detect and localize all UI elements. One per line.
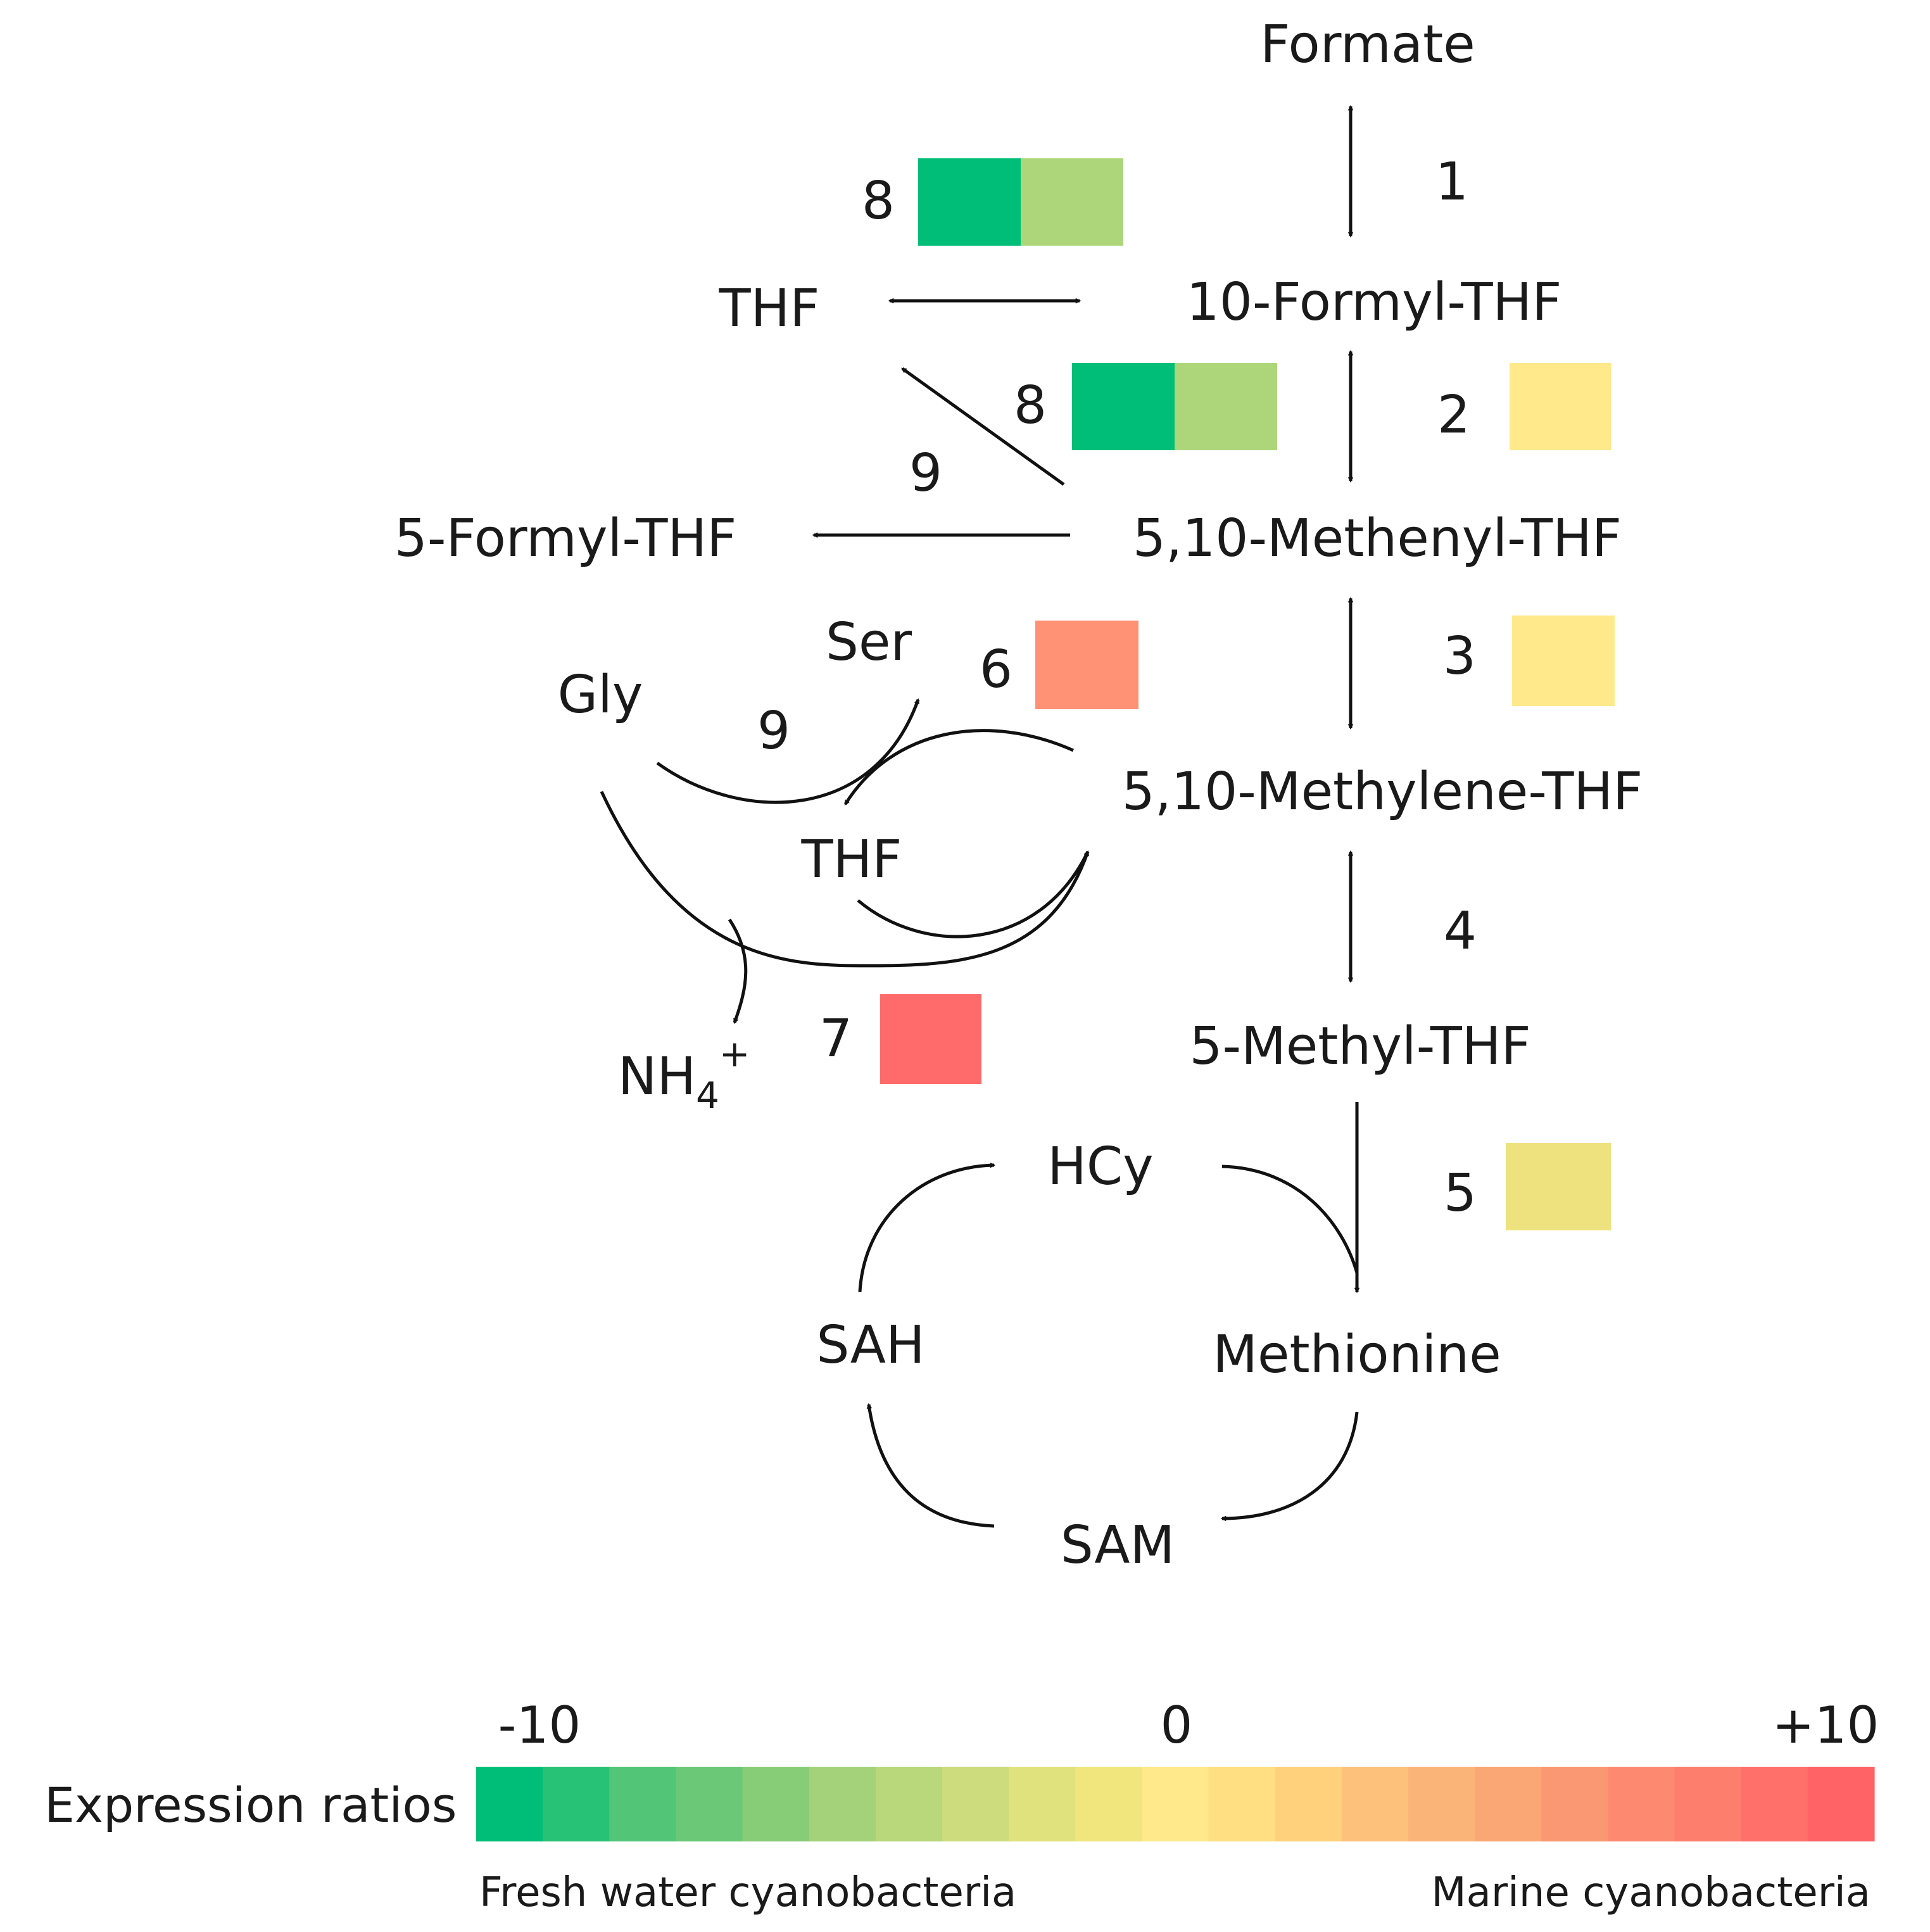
expression-box-5 [1506,1143,1611,1230]
enzyme-1-label: 1 [1435,152,1468,212]
legend-gradient-step [1142,1767,1209,1841]
expression-8-mid-fresh [1072,363,1175,450]
arrow-gly-to-ser [656,698,920,804]
arrow-sam-to-sah [866,1403,995,1528]
legend-gradient-step [1341,1767,1409,1841]
legend-gradient-step [875,1767,943,1841]
arrow-to-nh4 [728,918,748,1025]
formyl5-thf-label: 5-Formyl-THF [394,508,737,569]
legend-max-label: +10 [1772,1696,1879,1755]
legend-gradient-step [1408,1767,1475,1841]
legend-gradient-step [1541,1767,1609,1841]
arrow-methylene-to-thf [843,729,1075,805]
legend-mid-label: 0 [1161,1696,1193,1755]
methyl5-thf-label: 5-Methyl-THF [1189,1016,1530,1076]
expression-box-8-top [918,158,1123,246]
legend: Expression ratios -10 0 +10 Fresh water … [44,1696,1879,1916]
methenyl-thf-label: 5,10-Methenyl-THF [1133,508,1622,569]
enzyme-2-label: 2 [1437,385,1470,445]
arrow-gly-to-methylene [600,790,1090,968]
legend-gradient-step [809,1767,876,1841]
sam-label: SAM [1061,1515,1175,1575]
enzyme-9-mid-label: 9 [757,701,790,761]
legend-gradient-step [1741,1767,1808,1841]
legend-gradient-step [476,1767,543,1841]
expression-box-2 [1510,363,1611,450]
legend-right-caption: Marine cyanobacteria [1431,1869,1870,1916]
sah-label: SAH [816,1315,924,1375]
legend-gradient-step [1475,1767,1542,1841]
arrow-hcy-to-methionine [1221,1165,1359,1273]
methylene-thf-label: 5,10-Methylene-THF [1122,762,1643,822]
enzyme-7-label: 7 [819,1009,852,1069]
hcy-label: HCy [1047,1137,1153,1197]
legend-left-caption: Fresh water cyanobacteria [479,1869,1016,1916]
arrow-thf-to-methylene [857,850,1090,938]
arrow-methenyl-to-thf [901,367,1065,486]
expression-box-7 [880,994,981,1084]
enzyme-6-label: 6 [980,640,1012,700]
legend-gradient-step [1208,1767,1276,1841]
enzyme-9-top-label: 9 [909,443,942,503]
expression-box-8-mid [1072,363,1277,450]
arrow-methionine-to-sam [1220,1411,1359,1522]
legend-gradient-step [1275,1767,1342,1841]
formate-label: Formate [1260,15,1475,75]
expression-8-top-fresh [918,158,1021,246]
thf-top-label: THF [719,279,820,339]
nh4-label: NH4+ [618,1032,750,1117]
methionine-label: Methionine [1213,1325,1501,1385]
legend-gradient-step [1674,1767,1742,1841]
expression-box-6 [1035,621,1138,709]
enzyme-4-label: 4 [1444,901,1477,961]
formyl10-thf-label: 10-Formyl-THF [1187,272,1562,332]
legend-gradient-step [543,1767,610,1841]
legend-min-label: -10 [498,1696,581,1755]
enzyme-5-label: 5 [1444,1163,1477,1223]
enzyme-3-label: 3 [1443,626,1476,686]
legend-gradient-step [1807,1767,1875,1841]
legend-gradient-step [676,1767,743,1841]
arrow-sah-to-hcy [858,1162,996,1292]
legend-title: Expression ratios [44,1777,457,1833]
legend-gradient-step [742,1767,810,1841]
thf-mid-label: THF [801,830,902,890]
legend-gradient-step [1075,1767,1143,1841]
legend-gradient-step [942,1767,1009,1841]
legend-gradient-step [1009,1767,1076,1841]
legend-gradient-step [1608,1767,1675,1841]
enzyme-8-top-label: 8 [862,171,895,231]
expression-8-top-marine [1021,158,1123,246]
expression-8-mid-marine [1175,363,1277,450]
legend-gradient-bar [476,1767,1875,1841]
legend-gradient-step [609,1767,677,1841]
ser-label: Ser [826,612,912,672]
gly-label: Gly [558,665,643,725]
enzyme-8-mid-label: 8 [1014,376,1047,436]
expression-box-3 [1512,616,1615,706]
